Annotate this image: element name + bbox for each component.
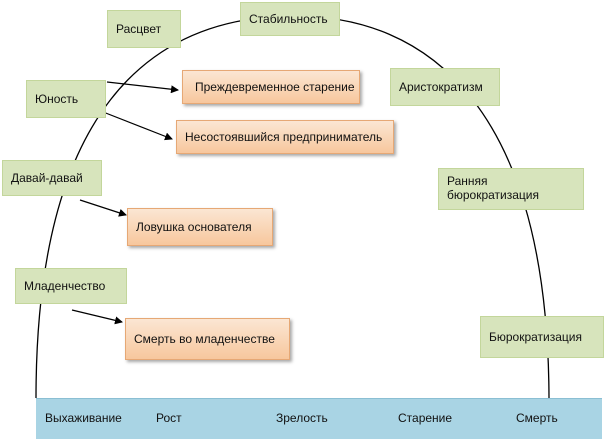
trap-premature-aging: Преждевременное старение [182,70,360,104]
arrow-yunost-to-premature-aging [106,81,179,94]
phase-smert: Смерть [516,411,558,425]
stage-stabilnost: Стабильность [240,2,340,36]
phase-zrelost: Зрелость [276,411,328,425]
trap-infant-death: Смерть во младенчестве [125,318,290,360]
arrow-yunost-to-failed-entrepreneur [97,109,173,141]
phase-rost: Рост [156,411,182,425]
stage-rastsvet: Расцвет [107,10,181,48]
trap-founder-trap: Ловушка основателя [127,208,273,246]
stage-yunost: Юность [26,80,106,118]
phase-bar: Выхаживание Рост Зрелость Старение Смерт… [36,398,602,439]
arrow-davai-to-founder-trap [79,199,127,217]
phase-vykhazhivanie: Выхаживание [45,411,122,425]
stage-davai-davai: Давай-давай [2,160,102,196]
stage-rannyaya-byurokratizatsiya: Ранняя бюрократизация [438,168,584,210]
phase-starenie: Старение [398,411,453,425]
stage-aristokratizm: Аристократизм [390,68,500,106]
stage-byurokratizatsiya: Бюрократизация [480,316,604,358]
trap-failed-entrepreneur: Несостоявшийся предприниматель [176,120,394,154]
stage-mladenchestvo: Младенчество [15,268,127,304]
arrow-infancy-to-infant-death [71,309,123,325]
